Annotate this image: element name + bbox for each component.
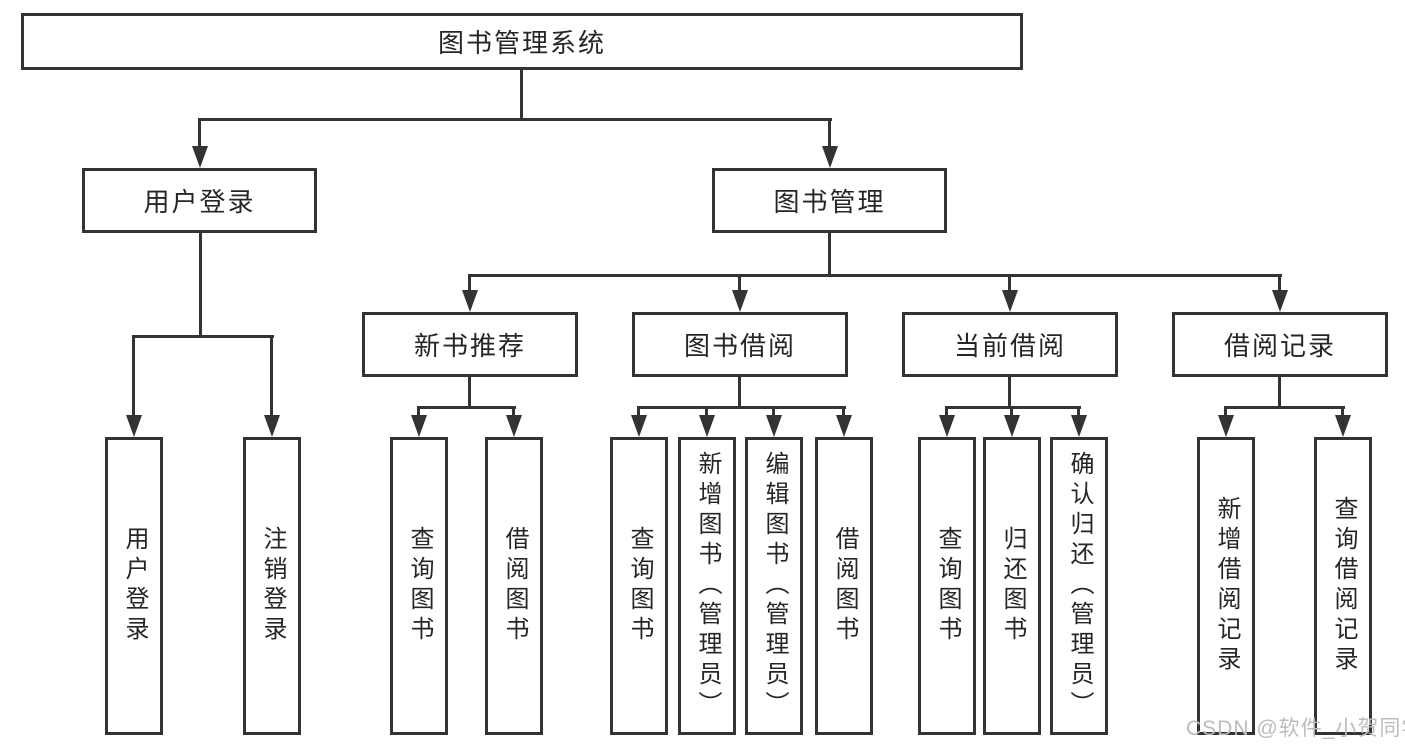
leaf-add-books-admin: 新增图书（管理员） <box>678 437 736 735</box>
node-current-borrowing: 当前借阅 <box>902 312 1118 377</box>
arrowhead-down <box>462 290 478 312</box>
connector-root-rail <box>199 118 832 121</box>
node-library-management-system: 图书管理系统 <box>21 13 1023 70</box>
node-label: 当前借阅 <box>953 331 1066 361</box>
connector-book-borrowing-rail <box>637 406 846 409</box>
node-book-borrowing: 图书借阅 <box>632 312 848 377</box>
node-label: 借阅记录 <box>1223 331 1336 361</box>
arrowhead-down <box>1272 290 1288 312</box>
leaf-confirm-return-admin: 确认归还（管理员） <box>1050 437 1108 735</box>
connector-new-book-stem <box>468 377 471 406</box>
node-new-book-recommendation: 新书推荐 <box>362 312 578 377</box>
arrowhead-down <box>506 415 522 437</box>
connector-stem <box>945 406 948 417</box>
arrowhead-down <box>766 415 782 437</box>
connector-stem <box>512 406 515 417</box>
arrowhead-down <box>411 415 427 437</box>
arrowhead-down <box>1004 415 1020 437</box>
leaf-query-books-recommend: 查询图书 <box>390 437 448 735</box>
node-label: 图书借阅 <box>683 331 796 361</box>
node-label: 查询借阅记录 <box>1330 496 1357 676</box>
connector-stem-leaf-user-login <box>132 335 135 417</box>
node-label: 用户登录 <box>121 526 148 646</box>
arrowhead-down <box>732 290 748 312</box>
leaf-borrow-books-recommend: 借阅图书 <box>485 437 543 735</box>
connector-stem-book-management <box>828 118 831 148</box>
connector-stem <box>1010 406 1013 417</box>
connector-stem <box>1341 406 1344 417</box>
watermark: CSDN @软件_小贺同学 <box>1186 717 1405 740</box>
connector-book-management-stem <box>828 233 831 274</box>
arrowhead-down <box>192 146 208 168</box>
leaf-query-books-borrowing: 查询图书 <box>610 437 668 735</box>
node-label: 新增借阅记录 <box>1213 496 1240 676</box>
node-label: 新增图书（管理员） <box>694 451 721 721</box>
node-borrowing-records: 借阅记录 <box>1172 312 1388 377</box>
leaf-add-borrow-record: 新增借阅记录 <box>1197 437 1255 735</box>
arrowhead-down <box>1218 415 1234 437</box>
node-label: 借阅图书 <box>501 526 528 646</box>
arrowhead-down <box>631 415 647 437</box>
connector-stem-current-borrowing <box>1008 274 1011 292</box>
connector-new-book-rail <box>417 406 516 409</box>
arrowhead-down <box>1071 415 1087 437</box>
node-label: 借阅图书 <box>831 526 858 646</box>
leaf-query-books-current: 查询图书 <box>918 437 976 735</box>
node-label: 查询图书 <box>934 526 961 646</box>
node-label: 用户登录 <box>143 187 256 217</box>
node-label: 新书推荐 <box>413 331 526 361</box>
connector-stem <box>772 406 775 417</box>
arrowhead-down <box>264 415 280 437</box>
connector-stem-book-borrowing <box>738 274 741 292</box>
leaf-query-borrow-record: 查询借阅记录 <box>1314 437 1372 735</box>
leaf-borrow-books-borrowing: 借阅图书 <box>815 437 873 735</box>
leaf-logout-login: 注销登录 <box>243 437 301 735</box>
connector-book-borrowing-stem <box>738 377 741 406</box>
connector-stem-user-login <box>198 118 201 148</box>
connector-stem <box>1077 406 1080 417</box>
connector-root-stem <box>520 70 523 118</box>
connector-stem-borrowing-records <box>1278 274 1281 292</box>
connector-current-borrowing-rail <box>945 406 1081 409</box>
node-user-login: 用户登录 <box>82 168 317 233</box>
node-label: 图书管理 <box>773 187 886 217</box>
node-label: 查询图书 <box>626 526 653 646</box>
connector-stem-new-book <box>468 274 471 292</box>
arrowhead-down <box>1335 415 1351 437</box>
arrowhead-down <box>126 415 142 437</box>
node-label: 确认归还（管理员） <box>1066 451 1093 721</box>
leaf-edit-books-admin: 编辑图书（管理员） <box>745 437 803 735</box>
node-label: 归还图书 <box>999 526 1026 646</box>
arrowhead-down <box>822 146 838 168</box>
connector-current-borrowing-stem <box>1008 377 1011 406</box>
node-label: 查询图书 <box>406 526 433 646</box>
node-book-management: 图书管理 <box>712 168 947 233</box>
connector-stem <box>417 406 420 417</box>
connector-stem <box>842 406 845 417</box>
connector-user-login-stem <box>199 233 202 335</box>
connector-borrowing-records-rail <box>1224 406 1345 409</box>
leaf-user-login: 用户登录 <box>105 437 163 735</box>
connector-stem <box>1224 406 1227 417</box>
arrowhead-down <box>699 415 715 437</box>
arrowhead-down <box>939 415 955 437</box>
connector-stem <box>637 406 640 417</box>
node-label: 图书管理系统 <box>437 28 606 58</box>
arrowhead-down <box>836 415 852 437</box>
connector-user-login-rail <box>132 335 274 338</box>
connector-borrowing-records-stem <box>1278 377 1281 406</box>
arrowhead-down <box>1002 290 1018 312</box>
connector-book-management-rail <box>468 274 1282 277</box>
node-label: 注销登录 <box>259 526 286 646</box>
connector-stem <box>705 406 708 417</box>
leaf-return-books: 归还图书 <box>983 437 1041 735</box>
node-label: 编辑图书（管理员） <box>761 451 788 721</box>
connector-stem-leaf-logout <box>270 335 273 417</box>
